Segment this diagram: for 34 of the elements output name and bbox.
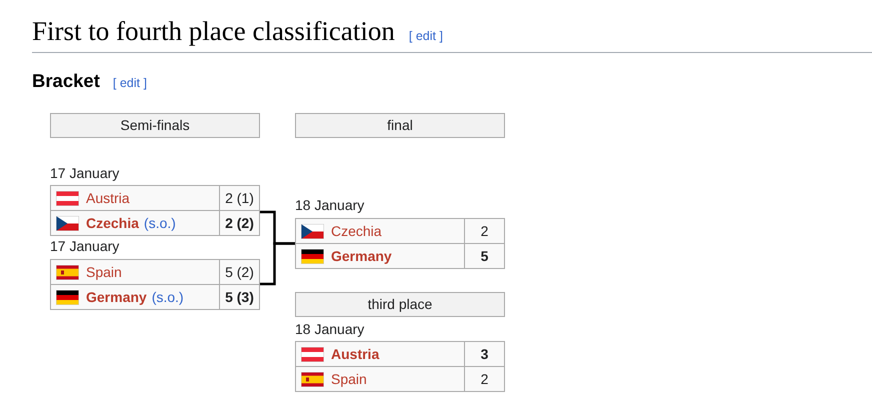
match-date: 18 January — [295, 197, 364, 214]
team-name: Spain — [331, 371, 367, 387]
match-date: 17 January — [50, 238, 120, 255]
round-header: third place — [295, 292, 505, 317]
section-heading: First to fourth place classification — [32, 15, 395, 48]
score-cell: 3 — [465, 342, 504, 366]
team-name: Czechia — [86, 215, 139, 231]
match-table — [50, 185, 260, 236]
score-cell: 2 (2) — [220, 211, 259, 235]
score-cell: 2 (1) — [220, 186, 259, 210]
match-date: 17 January — [50, 165, 120, 182]
team-name: Germany — [331, 248, 392, 264]
score-cell: 5 (3) — [220, 285, 259, 309]
round-header: final — [295, 113, 505, 138]
team-name: Germany — [86, 289, 147, 305]
shootout-link: (s.o.) — [144, 215, 176, 231]
team-name: Austria — [331, 346, 380, 362]
score-cell: 5 — [465, 244, 504, 268]
team-name: Czechia — [331, 223, 382, 239]
match-table — [295, 218, 505, 269]
score-cell: 2 — [465, 367, 504, 391]
edit-link: [ edit ] — [408, 29, 443, 43]
team-name: Spain — [86, 264, 122, 280]
round-header: Semi-finals — [50, 113, 260, 138]
bracket-line — [260, 242, 295, 286]
match-table — [295, 341, 505, 392]
shootout-link: (s.o.) — [152, 289, 184, 305]
match-date: 18 January — [295, 321, 364, 338]
match-table — [50, 259, 260, 310]
score-cell: 5 (2) — [220, 260, 259, 284]
team-name: Austria — [86, 190, 130, 206]
edit-link: [ edit ] — [112, 76, 147, 90]
subsection-heading: Bracket — [32, 70, 100, 92]
score-cell: 2 — [465, 219, 504, 243]
